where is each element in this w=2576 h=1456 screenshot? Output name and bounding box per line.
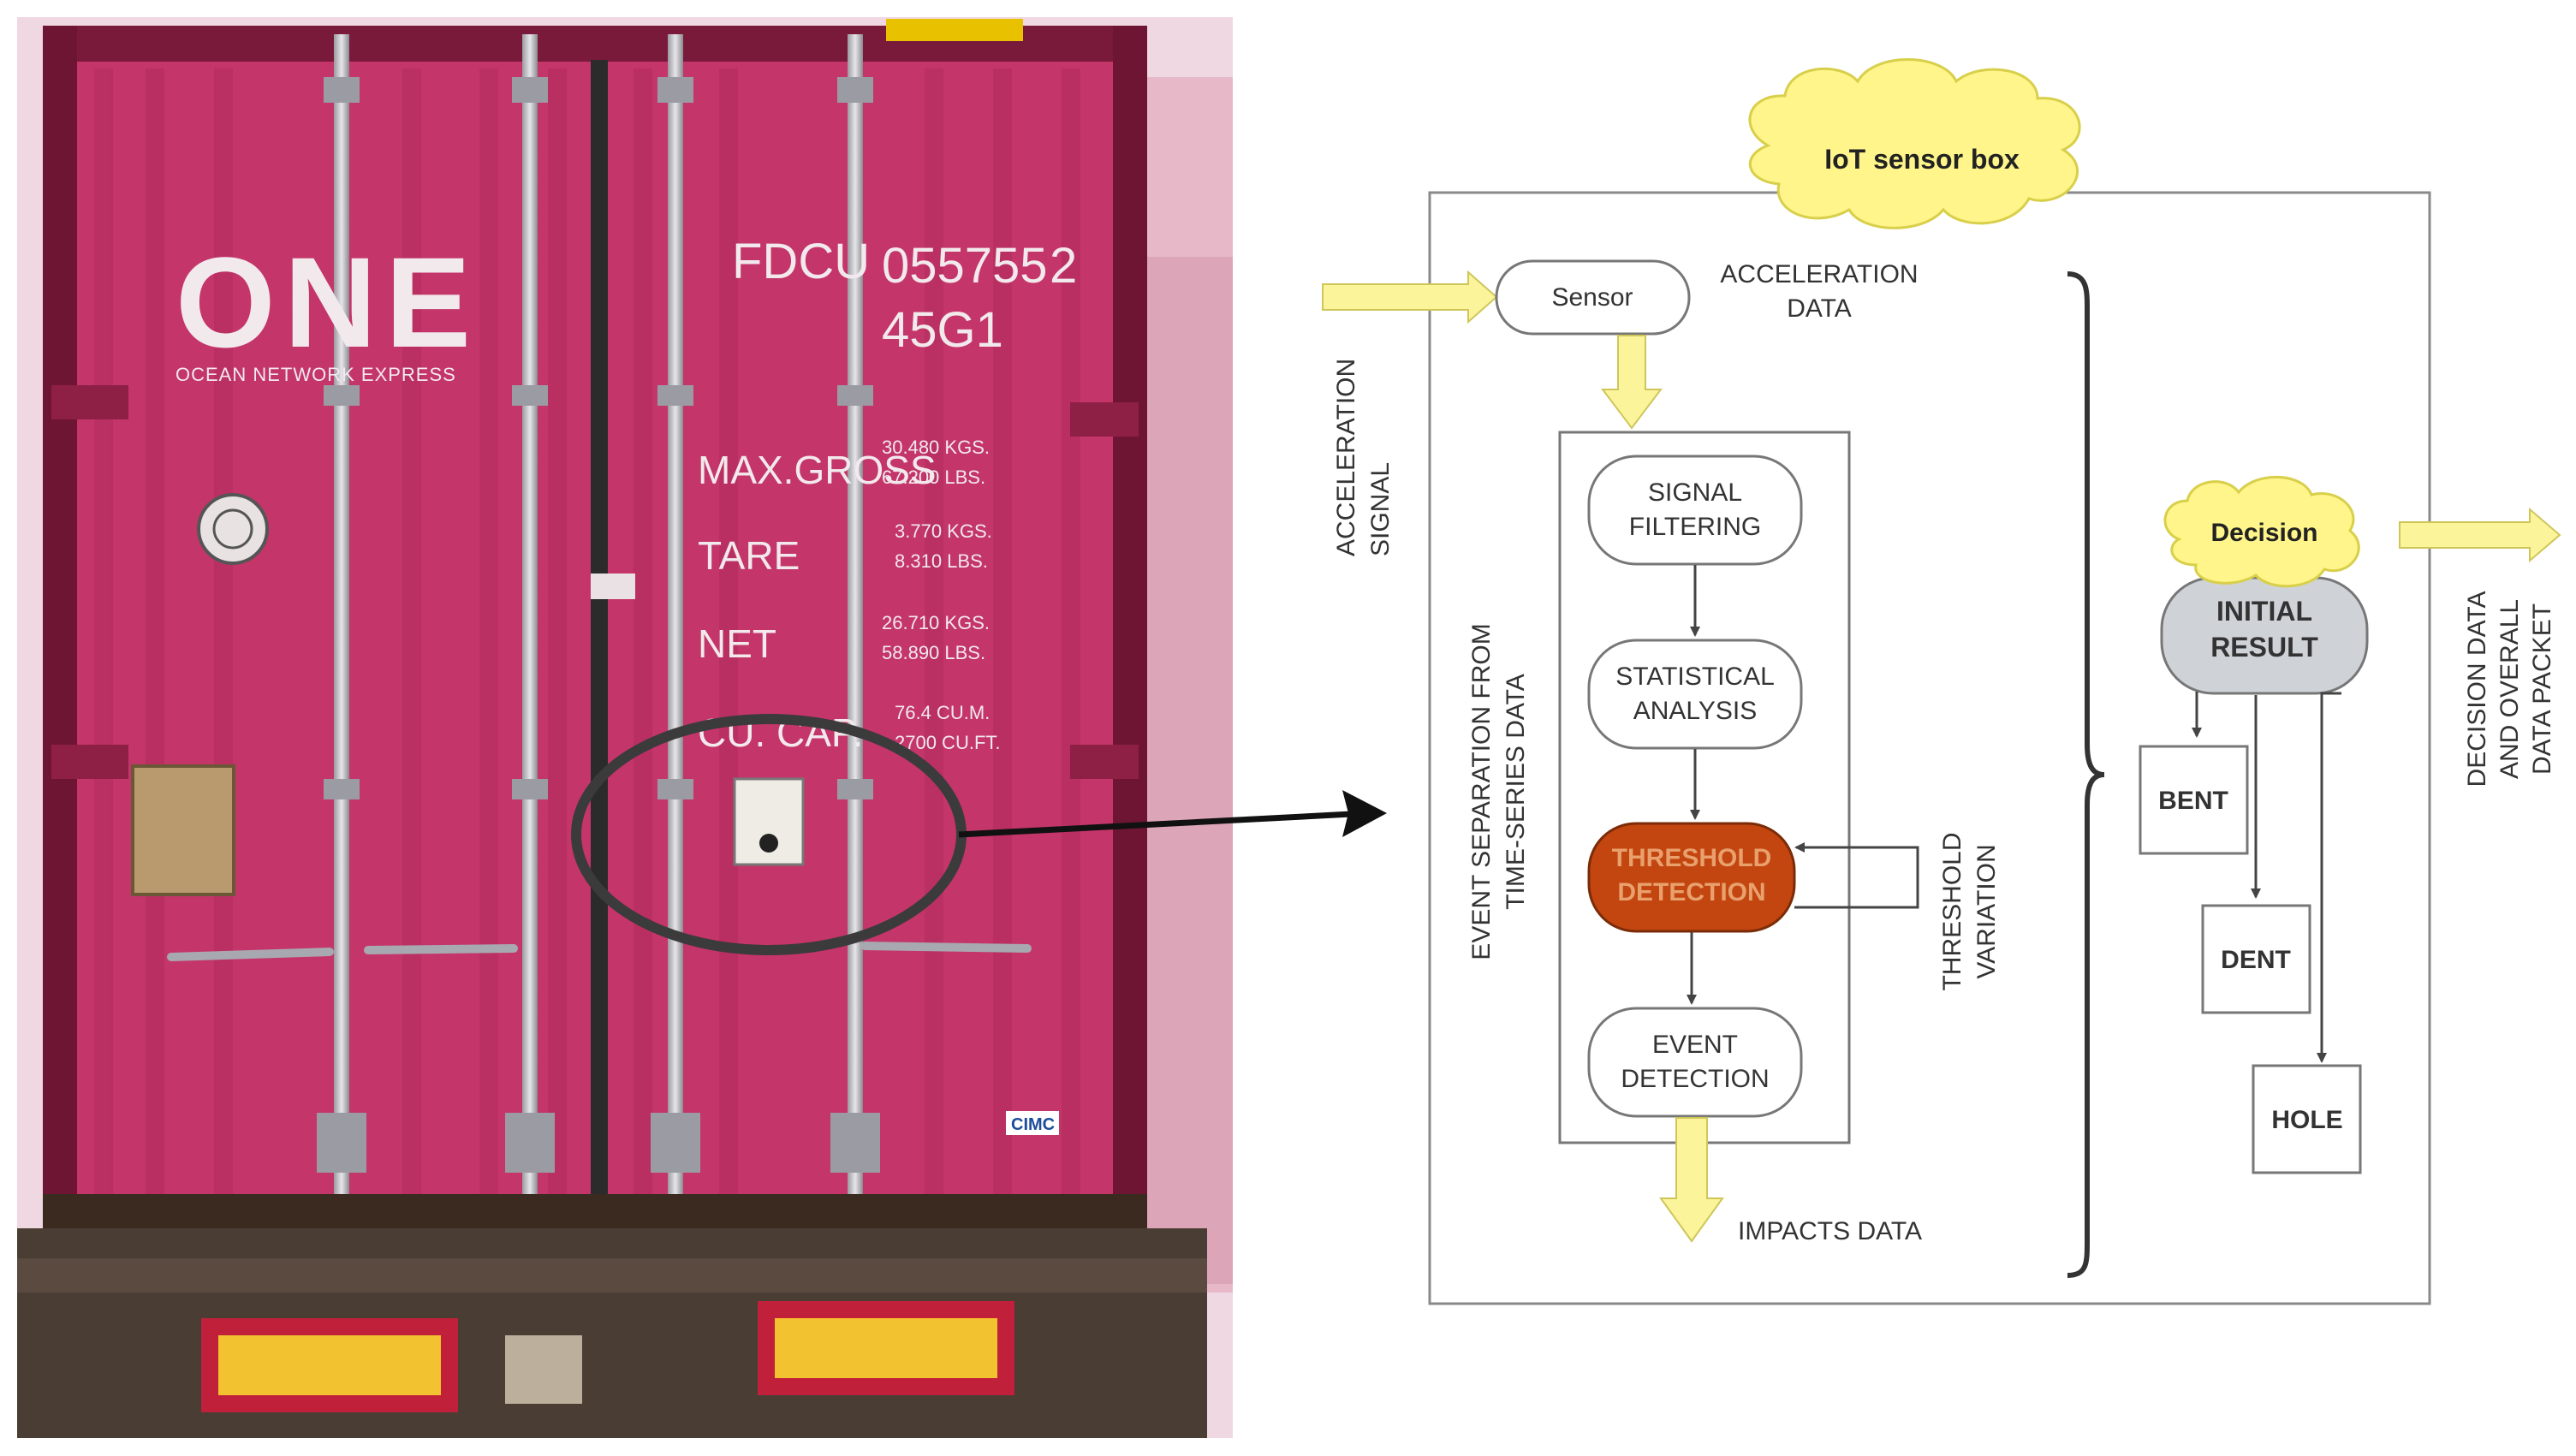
text-line: SIGNAL (1366, 462, 1395, 556)
brick-wall (1139, 257, 1233, 1284)
container-photo: ONE OCEAN NETWORK EXPRESS FDCU 055755 2 … (17, 17, 1233, 1438)
spec-value-imperial: 8.310 LBS. (895, 550, 988, 572)
text-line: DECISION DATA (2463, 591, 2491, 787)
right-corner-post (1113, 26, 1147, 1241)
text-line: AND OVERALL (2496, 599, 2524, 779)
door-corrugation (94, 68, 1080, 1215)
text-line: ANALYSIS (1633, 697, 1758, 725)
signal-filtering-label: SIGNAL FILTERING (1629, 478, 1761, 541)
decision-cloud (2163, 475, 2360, 588)
maker-badge-text: CIMC (1011, 1115, 1055, 1134)
spec-label: MAX.GROSS (698, 448, 937, 492)
decision-brace (2067, 271, 2105, 1278)
text-line: ACCELERATION (1720, 260, 1918, 288)
container-number: 055755 (882, 238, 1048, 294)
text-line: INITIAL (2216, 596, 2312, 627)
statistical-analysis-label: STATISTICAL ANALYSIS (1615, 663, 1775, 725)
sensor-node (1495, 259, 1691, 336)
locking-bars (334, 34, 863, 1224)
acceleration-data-label: ACCELERATION DATA (1720, 260, 1918, 323)
text-line: STATISTICAL (1615, 663, 1775, 691)
container-type-code: 45G1 (882, 302, 1003, 358)
text-line: SIGNAL (1648, 478, 1742, 507)
container-bottom-rail (43, 1194, 1147, 1228)
spec-label: NET (698, 621, 776, 666)
output-arrow (2399, 507, 2561, 563)
photo-to-diagram-arrow (958, 810, 1369, 838)
text-line: TIME-SERIES DATA (1502, 674, 1530, 910)
impacts-data-label: IMPACTS DATA (1738, 1217, 1922, 1245)
event-detection-node (1587, 1007, 1803, 1118)
text-line: DATA PACKET (2528, 603, 2556, 775)
spec-value-metric: 30.480 KGS. (882, 437, 990, 458)
statistical-analysis-node (1587, 639, 1803, 750)
text-line: DETECTION (1621, 1065, 1769, 1093)
text-line: EVENT (1652, 1031, 1738, 1059)
spec-label: TARE (698, 533, 800, 578)
door-seam (591, 60, 608, 1224)
rear-sticker (505, 1335, 582, 1404)
text-line: VARIATION (1972, 844, 2001, 978)
threshold-detection-node (1587, 822, 1796, 933)
container-prefix: FDCU (732, 234, 870, 289)
sensor-output-arrow (1600, 335, 1663, 430)
csc-data-plate (131, 764, 235, 896)
door-hinges (51, 385, 1139, 779)
event-detection-label: EVENT DETECTION (1621, 1031, 1769, 1093)
branch-arrow-hole (2317, 692, 2341, 1063)
sensor-label: Sensor (1551, 283, 1633, 312)
spec-value-imperial: 2700 CU.FT. (895, 732, 1001, 753)
door-handles (167, 942, 1032, 961)
door-label (591, 573, 635, 599)
text-line: RESULT (2210, 632, 2318, 663)
threshold-detection-label: THRESHOLD DETECTION (1612, 844, 1772, 906)
sensor-port-icon (759, 834, 778, 853)
spec-value-metric: 76.4 CU.M. (895, 702, 990, 723)
left-corner-post (43, 26, 77, 1241)
container-check-digit: 2 (1050, 238, 1077, 294)
spec-value-imperial: 67.200 LBS. (882, 467, 985, 488)
iot-title: IoT sensor box (1824, 144, 2020, 175)
decision-label: Decision (2210, 519, 2317, 547)
spec-value-metric: 3.770 KGS. (895, 520, 992, 542)
input-signal-arrow (1322, 270, 1498, 324)
photo-to-diagram-arrowhead (1342, 790, 1387, 837)
spec-value-metric: 26.710 KGS. (882, 612, 990, 633)
bar-brackets (317, 77, 880, 1173)
impacts-data-arrow (1659, 1117, 1724, 1243)
outcome-dent (2201, 904, 2311, 1014)
certification-seal (197, 493, 269, 565)
outcome-hole (2252, 1064, 2362, 1174)
outcome-bent (2139, 745, 2249, 855)
text-line: THRESHOLD (1938, 832, 1966, 990)
hazard-stripe (886, 19, 1023, 41)
one-logo-subtitle: OCEAN NETWORK EXPRESS (176, 364, 456, 385)
outcome-dent-label: DENT (2221, 946, 2291, 974)
text-line: DATA (1787, 294, 1852, 323)
one-logo: ONE (176, 230, 479, 374)
outcome-bent-label: BENT (2158, 787, 2228, 815)
iot-title-cloud (1748, 58, 2081, 229)
spec-value-imperial: 58.890 LBS. (882, 642, 985, 663)
text-line: ACCELERATION (1332, 359, 1360, 556)
text-line: FILTERING (1629, 513, 1761, 541)
outcome-hole-label: HOLE (2271, 1106, 2342, 1134)
text-line: DETECTION (1617, 878, 1765, 906)
text-line: THRESHOLD (1612, 844, 1772, 872)
initial-result-label: INITIAL RESULT (2210, 596, 2318, 663)
maker-badge (1006, 1111, 1059, 1135)
threshold-feedback-loop (1794, 842, 1919, 909)
text-line: EVENT SEPARATION FROM (1467, 623, 1496, 960)
spec-table: MAX.GROSS 30.480 KGS. 67.200 LBS. TARE 3… (698, 437, 1001, 755)
signal-filtering-node (1587, 455, 1803, 566)
